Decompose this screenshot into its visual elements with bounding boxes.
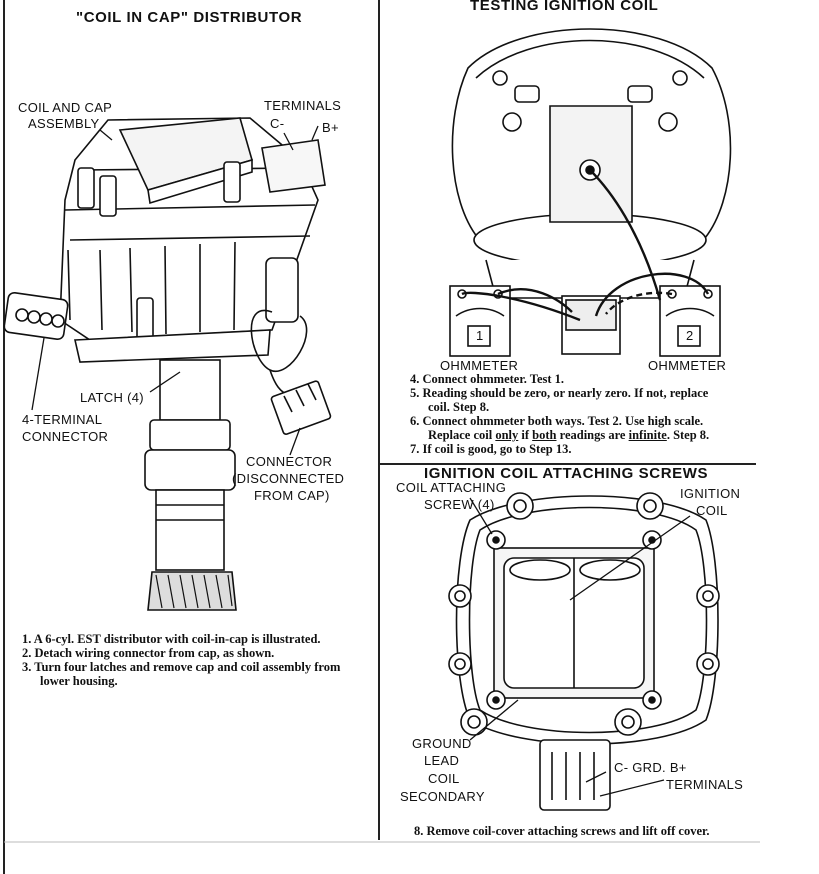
ground-label: GROUND — [412, 736, 472, 751]
bottom-leader-lines — [469, 497, 691, 797]
distributor-drawing — [3, 117, 332, 611]
meter1-number: 1 — [476, 328, 484, 343]
step-6-infinite: infinite — [628, 428, 667, 442]
step-8: 8. Remove coil-cover attaching screws an… — [414, 824, 710, 838]
step-3-continued: lower housing. — [40, 674, 118, 688]
left-title: "COIL IN CAP" DISTRIBUTOR — [76, 9, 303, 26]
step-6: 6. Connect ohmmeter both ways. Test 2. U… — [410, 414, 704, 428]
meter2-number: 2 — [686, 328, 694, 343]
coil-screws-drawing — [448, 492, 720, 811]
step-4: 4. Connect ohmmeter. Test 1. — [410, 372, 565, 386]
lead-label: LEAD — [424, 753, 460, 768]
coil-attaching-label-line1: COIL ATTACHING — [396, 480, 507, 495]
four-terminal-label-line2: CONNECTOR — [22, 429, 109, 444]
ignition-coil-label-line1: IGNITION — [680, 486, 741, 501]
step-5-continued: coil. Step 8. — [428, 400, 490, 414]
testing-title: TESTING IGNITION COIL — [470, 0, 659, 14]
test-steps: 4. Connect ohmmeter. Test 1. 5. Reading … — [410, 372, 709, 456]
coil-cap-label-line1: COIL AND CAP — [18, 100, 113, 115]
coil-cap-label-line2: ASSEMBLY — [28, 116, 100, 131]
ohmmeter-leads — [461, 169, 710, 322]
screws-title: IGNITION COIL ATTACHING SCREWS — [424, 465, 709, 482]
step-6-text-a: Replace coil — [428, 428, 496, 442]
step-6-both: both — [532, 428, 557, 442]
step-2: 2. Detach wiring connector from cap, as … — [22, 646, 275, 660]
step-6-only: only — [495, 428, 519, 442]
terminal-c-label: C- — [270, 116, 285, 131]
coil-attaching-label-line2: SCREW (4) — [424, 497, 495, 512]
connector-label-line2: (DISCONNECTED — [232, 471, 345, 486]
step-5: 5. Reading should be zero, or nearly zer… — [410, 386, 709, 400]
ohmmeter-2-label: OHMMETER — [648, 358, 727, 373]
step-3: 3. Turn four latches and remove cap and … — [22, 660, 341, 674]
coil-secondary-label-line1: COIL — [428, 771, 460, 786]
terminals-label: TERMINALS — [264, 98, 342, 113]
coil-secondary-label-line2: SECONDARY — [400, 789, 485, 804]
coil-test-drawing — [449, 28, 732, 357]
left-leader-lines — [31, 125, 319, 456]
step-6-text-c: readings are — [556, 428, 629, 442]
ignition-coil-label-line2: COIL — [696, 503, 728, 518]
step-6-text-d: . Step 8. — [666, 428, 710, 442]
terminal-b-label: B+ — [322, 120, 339, 135]
connector-label-line1: CONNECTOR — [246, 454, 333, 469]
step-6-text-b: if — [518, 428, 533, 442]
c-grd-b-label: C- GRD. B+ — [614, 760, 687, 775]
terminals-label-bottom: TERMINALS — [666, 777, 744, 792]
ohmmeter-1-label: OHMMETER — [440, 358, 519, 373]
step-1: 1. A 6-cyl. EST distributor with coil-in… — [22, 632, 321, 646]
latch-label: LATCH (4) — [80, 390, 144, 405]
step-6-continued: Replace coil only if both readings are i… — [410, 428, 709, 442]
connector-label-line3: FROM CAP) — [254, 488, 330, 503]
step-7: 7. If coil is good, go to Step 13. — [410, 442, 572, 456]
left-steps: 1. A 6-cyl. EST distributor with coil-in… — [22, 632, 340, 688]
four-terminal-label-line1: 4-TERMINAL — [22, 412, 103, 427]
